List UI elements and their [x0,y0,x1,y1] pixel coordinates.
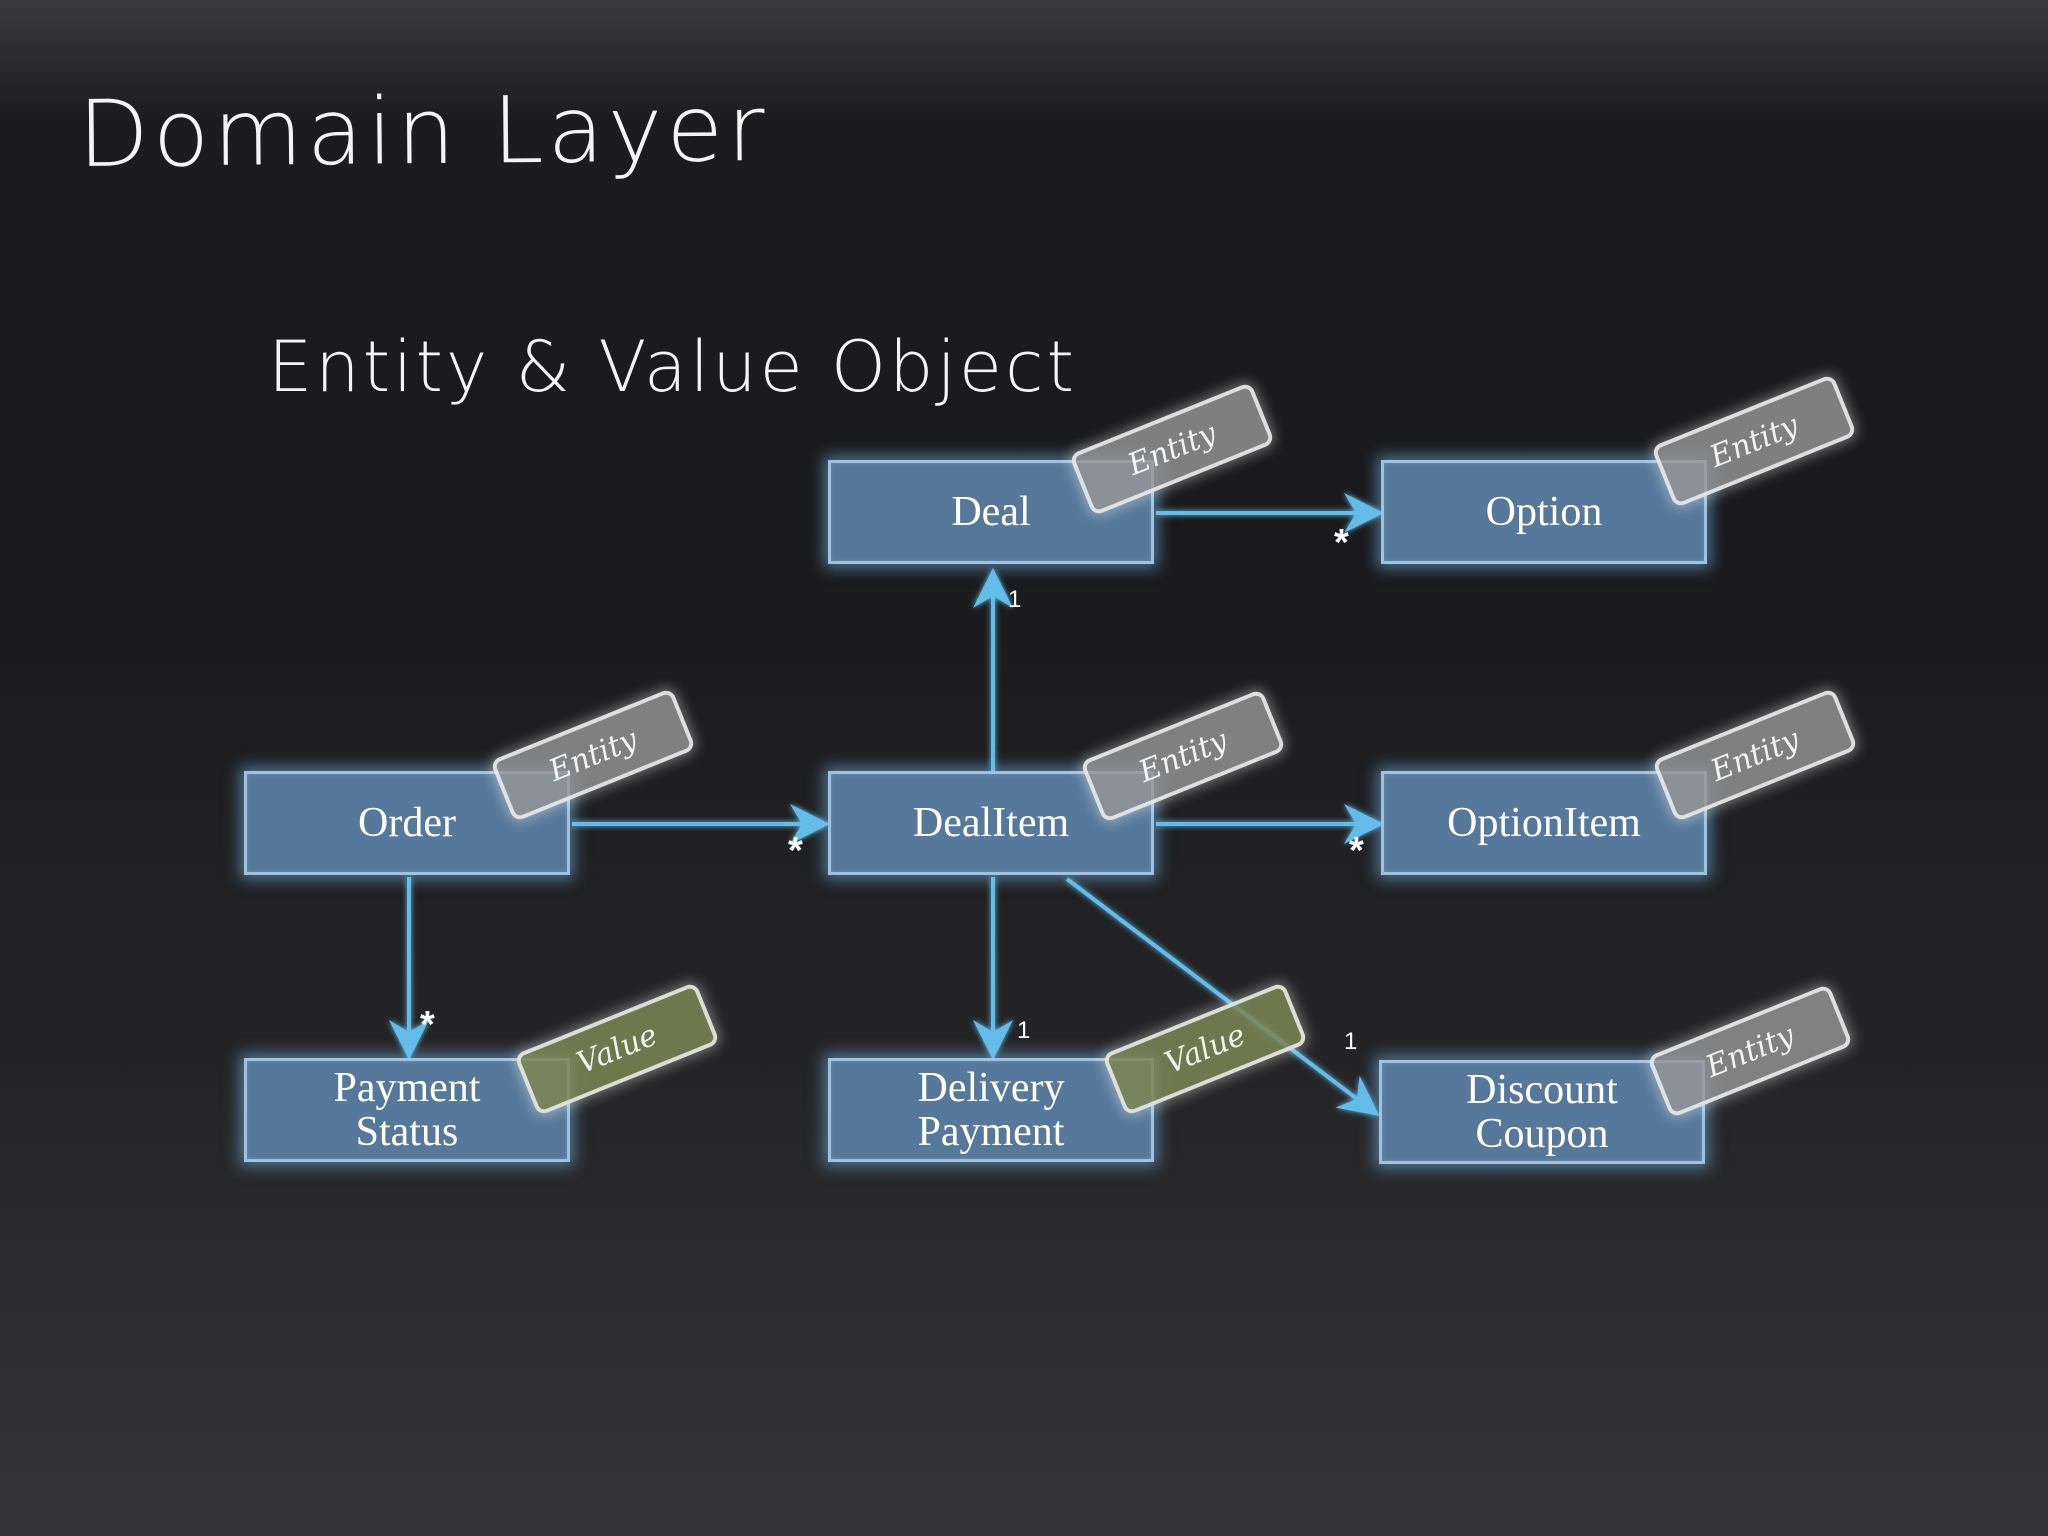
node-label: Payment Status [333,1065,481,1155]
multiplicity-dealitem-optionitem: * [1349,830,1364,872]
node-optionitem[interactable]: OptionItem [1381,771,1707,875]
node-label: Deal [951,489,1031,535]
slide-subtitle: Entity & Value Object [268,326,1077,408]
node-option[interactable]: Option [1381,460,1707,564]
tag-label: Value [1159,1017,1251,1081]
multiplicity-order-dealitem: * [788,830,803,872]
node-label: OptionItem [1447,800,1641,846]
edge-dealitem-discountcoupon [1065,877,1380,1116]
multiplicity-deal-option: * [1334,522,1349,564]
node-label: DealItem [912,800,1070,846]
node-label: Option [1485,489,1603,535]
node-label: Order [358,800,456,846]
tag-label: Value [571,1017,663,1081]
multiplicity-dealitem-deal: 1 [1008,586,1022,613]
node-delivery-payment[interactable]: Delivery Payment [828,1058,1154,1162]
multiplicity-order-paymentstatus: * [420,1004,435,1046]
node-label: Delivery Payment [917,1065,1065,1155]
node-payment-status[interactable]: Payment Status [244,1058,570,1162]
multiplicity-dealitem-deliverypayment: 1 [1017,1017,1031,1044]
node-label: Discount Coupon [1466,1067,1618,1157]
multiplicity-dealitem-discountcoupon: 1 [1344,1028,1358,1055]
node-discount-coupon[interactable]: Discount Coupon [1379,1060,1705,1164]
